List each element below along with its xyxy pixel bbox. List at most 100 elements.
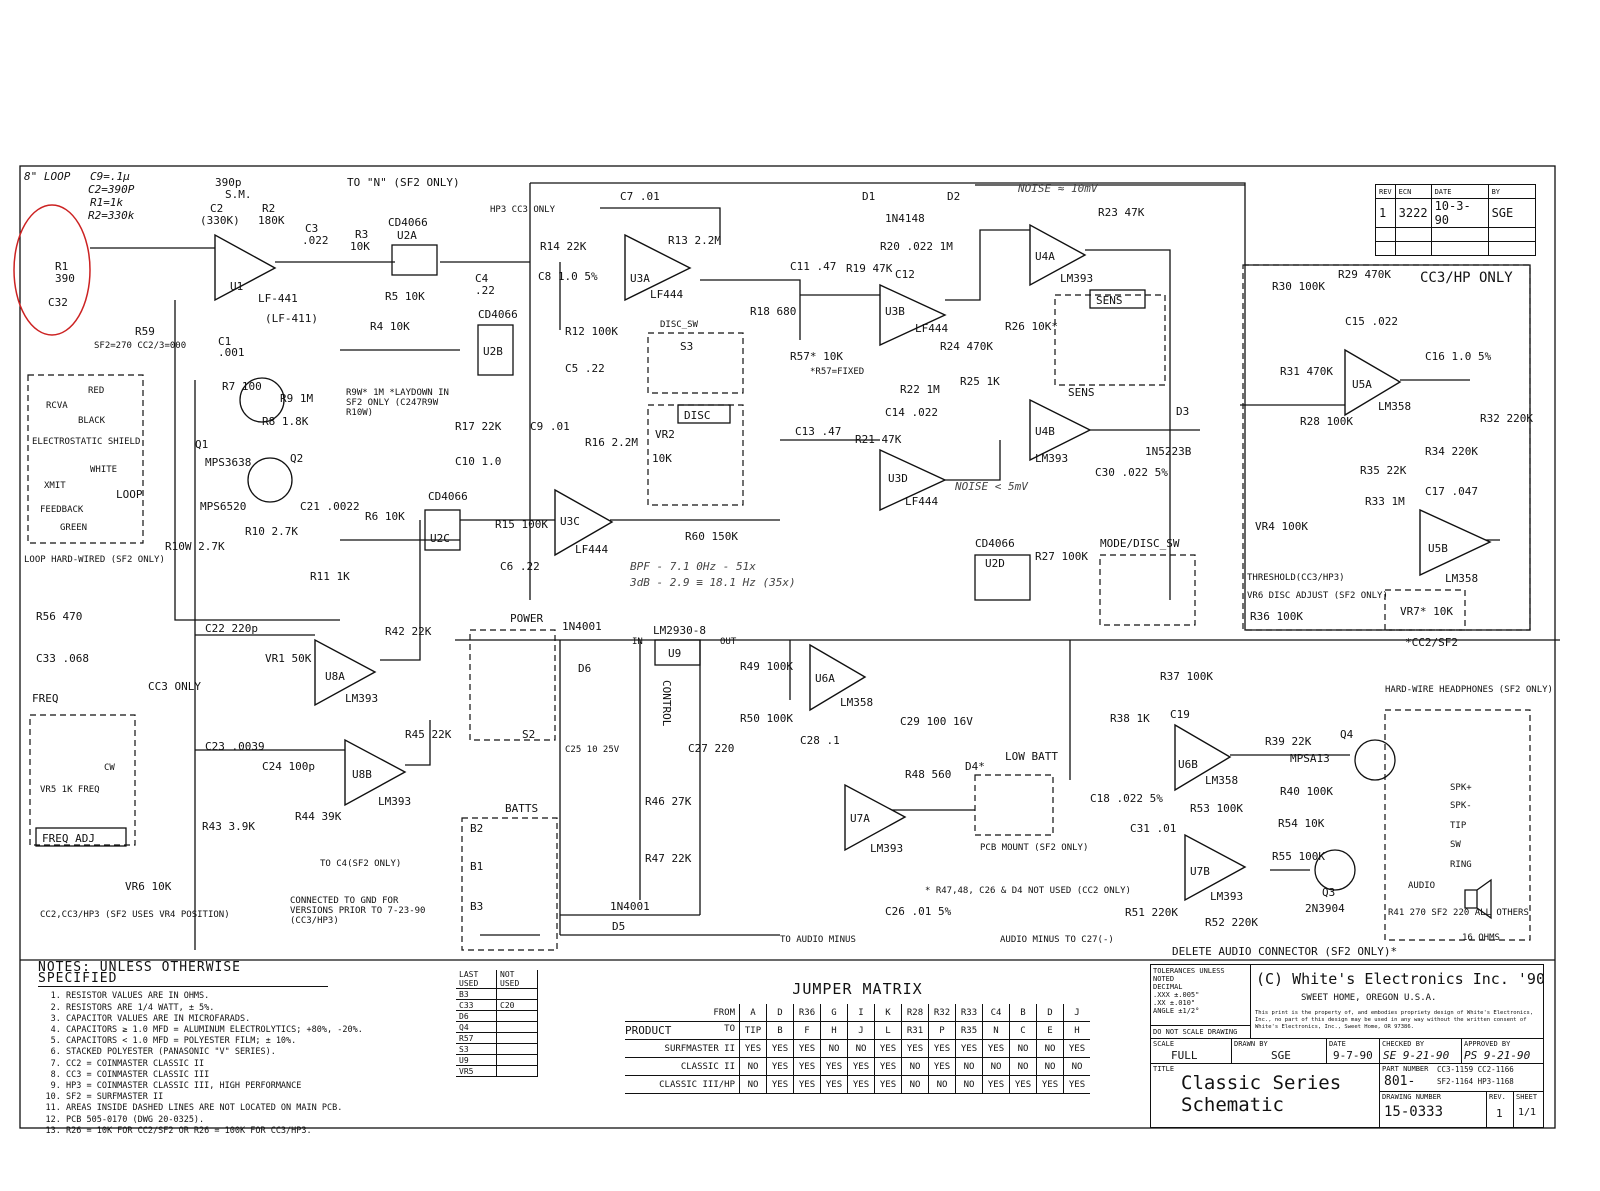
jm-to-text: TO [724,1024,735,1034]
text-date_label: DATE [1329,1040,1346,1048]
text-r53: R53 100K [1190,802,1243,815]
text-in3904: 2N3904 [1305,902,1345,915]
text-electro: ELECTROSTATIC SHIELD [32,437,140,447]
jm-value: YES [1063,1039,1090,1058]
text-disc: DISC [684,409,711,422]
text-r29: R29 470K [1338,268,1391,281]
vr7-dashed-box [1384,589,1466,631]
text-1: C20 [496,999,538,1011]
text-r12: R12 100K [565,325,618,338]
text-r22: R22 1M [900,383,940,396]
jm-value: YES [820,1075,848,1094]
opamp-u8a [314,638,377,707]
note-item: CAPACITORS ≥ 1.0 MFD = ALUMINUM ELECTROL… [66,1025,458,1036]
text-r16: R16 2.2M [585,436,638,449]
text-u6b: U6B [1178,758,1198,771]
jm-from-cell: C4 [982,1004,1010,1022]
text-c6: C6 .22 [500,560,540,573]
r9w-laydown-note: R9W* 1M *LAYDOWN IN SF2 ONLY (C247R9W R1… [346,388,449,418]
jm-from-cell: D [1036,1004,1064,1022]
text-d5: D5 [612,920,625,933]
jm-value: NO [955,1075,983,1094]
text-r2: R2=330k [88,209,135,222]
text-c2: C2 [210,202,223,215]
text-1: ECN [1394,184,1432,199]
text-d2: D2 [947,190,960,203]
sens-dashed-box [1054,294,1166,386]
text-r8: R8 1.8K [262,415,309,428]
text-part_label: PART NUMBER [1382,1065,1429,1073]
text-u2c: U2C [430,532,450,545]
notes-title: NOTES: UNLESS OTHERWISE SPECIFIED [38,961,328,988]
jm-value: YES [766,1039,794,1058]
text-cd4066c: CD4066 [428,490,468,503]
text-r35: R35 22K [1360,464,1407,477]
transistor-q4 [1354,739,1396,781]
note-item: CAPACITOR VALUES ARE IN MICROFARADS. [66,1014,458,1025]
text-disc_sw: DISC_SW [660,320,699,330]
transistor-q1 [239,377,285,423]
text-0: 1 [1375,198,1396,228]
text-u7a: U7A [850,812,870,825]
text-c29: C29 100 16V [900,715,973,728]
text-sens2: SENS [1068,386,1095,399]
jm-from-cell: A [739,1004,767,1022]
text-r55: R55 100K [1272,850,1325,863]
text-r45: R45 22K [405,728,452,741]
text-vr6: VR6 10K [125,880,172,893]
text-hw_head: HARD-WIRE HEADPHONES (SF2 ONLY) [1385,685,1553,695]
text-u4b: U4B [1035,425,1055,438]
jm-from-cell: K [874,1004,902,1022]
jm-value: NO [1036,1039,1064,1058]
text-in4148: 1N4148 [885,212,925,225]
text-cd4066d: CD4066 [975,537,1015,550]
component-labels: U1 LF-441 (LF-411) C2 (330K) R2 180K 390… [24,176,1553,958]
text-r13: R13 2.2M [668,234,721,247]
text-r2: R2 [262,202,275,215]
text-vr2v: 10K [652,452,672,465]
text-lm358c: LM358 [1445,572,1478,585]
text-c1: C1 [218,335,231,348]
text-c23: C23 .0039 [205,740,265,753]
text-power: POWER [510,612,543,625]
text-u9: U9 [668,647,681,660]
text-mode_disc: MODE/DISC_SW [1100,537,1180,550]
text-title2: Schematic [1181,1094,1284,1116]
text-r42: R42 22K [385,625,432,638]
jm-from-cell: J [1063,1004,1090,1022]
text-c24: C24 100p [262,760,315,773]
text-r20: R20 .022 1M [880,240,953,253]
u2b-switch [477,324,514,376]
note-item: CC3 = COINMASTER CLASSIC III [66,1070,458,1081]
jm-value: YES [1063,1075,1090,1094]
text-r25: R25 1K [960,375,1000,388]
text-decimal: DECIMAL [1153,983,1183,991]
text-b1: B1 [470,860,483,873]
text-threshold: THRESHOLD(CC3/HP3) [1247,573,1345,583]
jm-product: SURFMASTER II [625,1039,740,1058]
jm-to-cell: TIP [739,1021,767,1040]
speaker-icon [1464,878,1492,920]
text-r36: R36 100K [1250,610,1303,623]
text-mps3638: MPS3638 [205,456,251,469]
text-u3c: U3C [560,515,580,528]
text-c9: C9 .01 [530,420,570,433]
text-approved: PS 9-21-90 [1464,1049,1531,1062]
opamp-u3a [624,233,692,302]
jm-to-cell: P [928,1021,956,1040]
jm-value: NO [901,1057,929,1076]
text-c2: C2=390P [88,183,135,196]
jm-value: YES [1009,1075,1037,1094]
jm-value: NO [820,1039,848,1058]
text-do_not_scale: DO NOT SCALE DRAWING [1151,1025,1251,1038]
opamp-u4b [1029,398,1092,462]
u9-regulator [654,639,701,666]
text-d4: D4* [965,760,985,773]
text-c11: C11 .47 [790,260,836,273]
text-r23: R23 47K [1098,206,1145,219]
text-lm358b: LM358 [1378,400,1411,413]
note-item: SF2 = SURFMASTER II [66,1092,458,1103]
text-noise2: NOISE < 5mV [954,480,1029,493]
